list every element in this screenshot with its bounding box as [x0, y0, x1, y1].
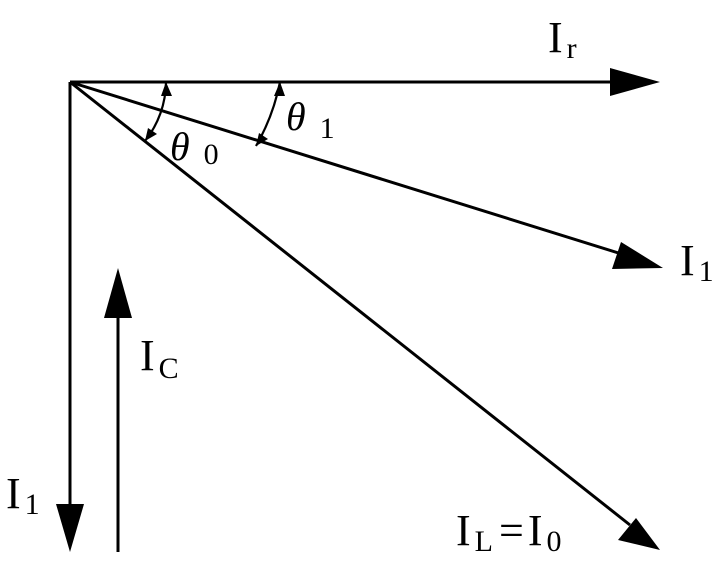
- label-i0-sub: 0: [546, 525, 561, 558]
- vector-ir-arrowhead: [610, 68, 660, 96]
- vector-i1-arrowhead: [612, 242, 663, 269]
- vector-ic-arrowhead: [104, 268, 132, 318]
- angle-arc-theta1-arrow-bottom: [256, 133, 268, 146]
- label-i0-main: I: [528, 506, 543, 555]
- label-theta0-sub: 0: [204, 138, 219, 171]
- vector-i1-line: [69, 80, 626, 257]
- vector-il-i0-line: [69, 80, 631, 527]
- label-ir-sub: r: [567, 32, 577, 65]
- label-equals: =: [499, 506, 524, 555]
- vector-il-i0-arrowhead: [618, 518, 660, 550]
- label-ir-main: I: [548, 13, 563, 62]
- label-i1-left-sub: 1: [25, 488, 40, 521]
- label-i1-right-sub: 1: [699, 255, 714, 288]
- label-ic-main: I: [140, 331, 155, 380]
- angle-arc-theta1-arrow-top: [274, 82, 285, 96]
- angle-arc-theta0: [144, 81, 172, 142]
- vector-i1-vertical-arrowhead: [56, 504, 84, 552]
- vector-i1-vertical: [56, 82, 84, 552]
- label-il-main: I: [456, 506, 471, 555]
- angle-arc-theta1: [255, 81, 285, 147]
- angle-arc-theta0-arrow-bottom: [145, 128, 157, 141]
- vector-ir: [70, 68, 660, 96]
- label-theta1-symbol: θ: [286, 94, 306, 139]
- label-theta0-symbol: θ: [170, 124, 190, 169]
- label-theta1-sub: 1: [320, 112, 335, 145]
- angle-arc-theta0-arrow-top: [161, 82, 172, 96]
- label-i1-left-main: I: [6, 469, 21, 518]
- label-i1-right-main: I: [680, 236, 695, 285]
- vector-ic: [104, 268, 132, 552]
- vector-i1: [69, 80, 663, 269]
- vector-il-i0: [69, 80, 660, 550]
- label-il-sub: L: [475, 525, 493, 558]
- label-ic-sub: C: [159, 352, 179, 385]
